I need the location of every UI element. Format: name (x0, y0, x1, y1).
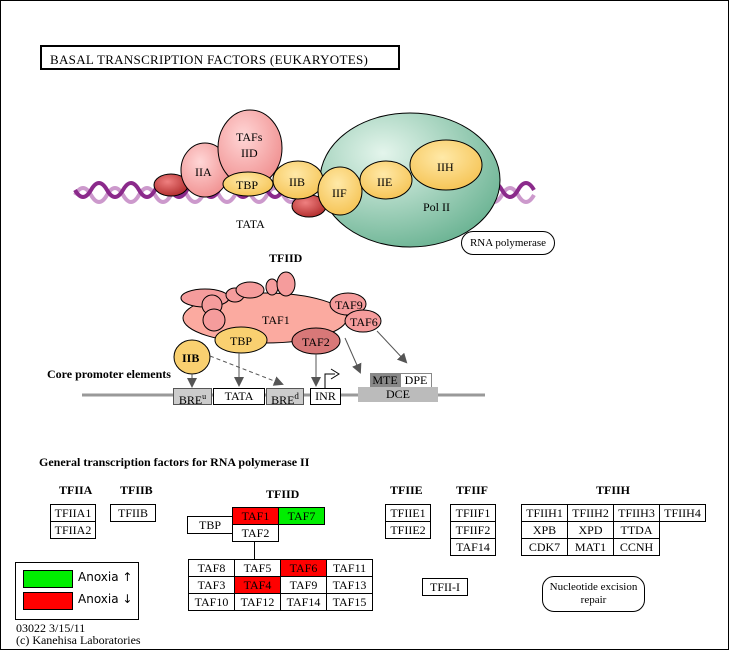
gene-taf5[interactable]: TAF5 (234, 559, 281, 577)
legend-swatch-up (23, 570, 73, 588)
inr-start-arrow (324, 373, 335, 388)
tafs-label: TAFs (236, 130, 263, 144)
inr-element[interactable]: INR (310, 388, 341, 405)
tata-label: TATA (236, 217, 265, 231)
bre-d-element[interactable]: BREd (266, 388, 304, 407)
gene-tfiie1[interactable]: TFIIE1 (385, 504, 431, 522)
gene-taf6[interactable]: TAF6 (280, 559, 327, 577)
gene-tfiih3[interactable]: TFIIH3 (613, 504, 660, 522)
iih-shape (409, 139, 483, 191)
dce-element[interactable]: DCE (358, 387, 438, 402)
gene-tfiib[interactable]: TFIIB (110, 504, 156, 522)
iif-shape (317, 166, 363, 216)
gene-tfiif2[interactable]: TFIIF2 (450, 521, 496, 539)
gene-tfiih1[interactable]: TFIIH1 (521, 504, 568, 522)
dpe-element[interactable]: DPE (400, 373, 432, 388)
gene-mat1[interactable]: MAT1 (567, 538, 614, 556)
taf2-diagram: TAF2 (291, 327, 341, 355)
iid-label: IID (241, 146, 258, 160)
gene-taf7[interactable]: TAF7 (278, 507, 325, 525)
bre-u-element[interactable]: BREu (173, 388, 212, 407)
iie-shape (359, 160, 413, 200)
gene-tfiie2[interactable]: TFIIE2 (385, 521, 431, 539)
map-id-date: 03022 3/15/11 (16, 621, 86, 635)
svg-text:TAF2: TAF2 (302, 335, 330, 349)
taf1-diagram-label: TAF1 (262, 313, 290, 327)
gene-taf15[interactable]: TAF15 (326, 593, 373, 611)
gene-taf12[interactable]: TAF12 (234, 593, 281, 611)
gene-taf8[interactable]: TAF8 (188, 559, 235, 577)
tfiie-label: TFIIE (390, 483, 423, 497)
taf9-diagram: TAF9 (329, 292, 367, 316)
tfiid-label: TFIID (266, 487, 300, 501)
gene-cdk7[interactable]: CDK7 (521, 538, 568, 556)
iib-label: IIB (289, 175, 305, 189)
pol-ii-label: Pol II (423, 200, 450, 214)
nucleotide-excision-repair-link[interactable]: Nucleotide excision repair (542, 576, 645, 612)
gene-taf4[interactable]: TAF4 (234, 576, 281, 594)
gene-xpb[interactable]: XPB (521, 521, 568, 539)
map-title: BASAL TRANSCRIPTION FACTORS (EUKARYOTES) (40, 45, 400, 70)
legend-swatch-down (23, 592, 73, 610)
iif-label: IIF (332, 186, 347, 200)
gene-taf13[interactable]: TAF13 (326, 576, 373, 594)
tfiib-label: TFIIB (120, 483, 153, 497)
tfiih-label: TFIIH (596, 483, 631, 497)
iih-label: IIH (437, 160, 454, 174)
taf6-diagram: TAF6 (344, 309, 382, 333)
tbp-label: TBP (236, 178, 258, 192)
gene-tfii-i[interactable]: TFII-I (422, 578, 468, 596)
tfiid-diagram-title: TFIID (269, 251, 303, 265)
svg-text:TAF6: TAF6 (350, 315, 378, 329)
tfiia-label: TFIIA (59, 483, 93, 497)
mte-element[interactable]: MTE (370, 373, 400, 387)
rna-polymerase-link[interactable]: RNA polymerase (461, 231, 555, 255)
gene-tfiia1[interactable]: TFIIA1 (50, 504, 96, 522)
gene-ccnh[interactable]: CCNH (613, 538, 660, 556)
gene-tfiih2[interactable]: TFIIH2 (567, 504, 614, 522)
svg-text:IIB: IIB (182, 351, 199, 365)
iib-diagram: IIB (173, 339, 211, 375)
gene-taf14[interactable]: TAF14 (280, 593, 327, 611)
gene-taf9[interactable]: TAF9 (280, 576, 327, 594)
svg-text:TBP: TBP (230, 334, 252, 348)
iia-label: IIA (195, 165, 212, 179)
gene-taf1[interactable]: TAF1 (232, 507, 279, 525)
svg-text:TAF9: TAF9 (335, 298, 363, 312)
iie-label: IIE (377, 175, 392, 189)
gene-xpd[interactable]: XPD (567, 521, 614, 539)
tata-element[interactable]: TATA (213, 388, 265, 405)
gene-tfiif1[interactable]: TFIIF1 (450, 504, 496, 522)
gene-taf11[interactable]: TAF11 (326, 559, 373, 577)
gene-taf2[interactable]: TAF2 (232, 524, 279, 542)
legend-label-up: Anoxia ↑ (78, 570, 133, 584)
taf-connector (254, 541, 255, 559)
binding-arrows (187, 330, 408, 388)
copyright: (c) Kanehisa Laboratories (16, 633, 141, 647)
gene-taf3[interactable]: TAF3 (188, 576, 235, 594)
tbp-diagram: TBP (214, 326, 268, 354)
legend: Anoxia ↑ Anoxia ↓ (15, 562, 139, 620)
gene-tfiia2[interactable]: TFIIA2 (50, 521, 96, 539)
gene-ttda[interactable]: TTDA (613, 521, 660, 539)
pathway-illustration: Pol II IIA TAFs IID TBP IIB IIF IIE IIH … (73, 109, 536, 397)
tfiif-label: TFIIF (456, 483, 489, 497)
gene-tbp[interactable]: TBP (187, 516, 233, 534)
gene-taf14-tfiif[interactable]: TAF14 (450, 538, 496, 556)
gene-taf10[interactable]: TAF10 (188, 593, 235, 611)
gene-tfiih4[interactable]: TFIIH4 (659, 504, 706, 522)
core-promoter-label: Core promoter elements (47, 367, 171, 381)
gtf-heading: General transcription factors for RNA po… (39, 455, 310, 469)
legend-label-down: Anoxia ↓ (78, 592, 133, 606)
